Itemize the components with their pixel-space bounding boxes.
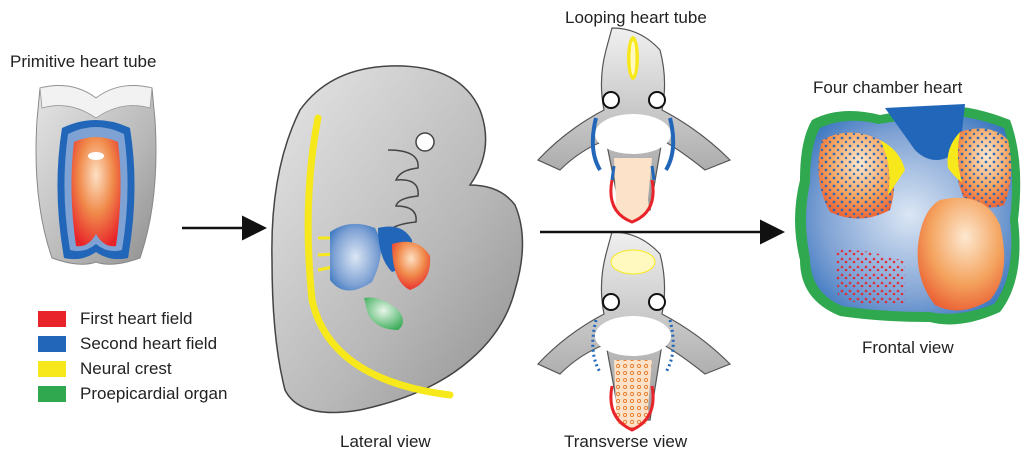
legend-label: Proepicardial organ — [80, 384, 227, 404]
legend-swatch-neural-crest — [38, 361, 66, 377]
legend-item-proepicardial-organ: Proepicardial organ — [38, 381, 227, 406]
legend: First heart field Second heart field Neu… — [38, 306, 227, 406]
legend-item-first-heart-field: First heart field — [38, 306, 227, 331]
legend-item-second-heart-field: Second heart field — [38, 331, 227, 356]
four-chamber-heart-label: Four chamber heart — [813, 78, 962, 98]
legend-swatch-second-heart-field — [38, 336, 66, 352]
looping-heart-tube-label: Looping heart tube — [565, 8, 707, 28]
frontal-view-label: Frontal view — [862, 338, 954, 358]
primitive-heart-tube-label: Primitive heart tube — [10, 52, 156, 72]
legend-label: First heart field — [80, 309, 192, 329]
transverse-view-label: Transverse view — [564, 432, 687, 452]
legend-label: Neural crest — [80, 359, 172, 379]
looping-heart-tube-section — [538, 28, 730, 222]
lateral-view-label: Lateral view — [340, 432, 431, 452]
legend-swatch-proepicardial-organ — [38, 386, 66, 402]
lateral-view-embryo — [272, 66, 523, 413]
legend-item-neural-crest: Neural crest — [38, 356, 227, 381]
four-chamber-heart — [795, 104, 1020, 324]
legend-swatch-first-heart-field — [38, 311, 66, 327]
transverse-view-section — [538, 232, 730, 430]
legend-label: Second heart field — [80, 334, 217, 354]
primitive-heart-tube — [36, 86, 156, 265]
